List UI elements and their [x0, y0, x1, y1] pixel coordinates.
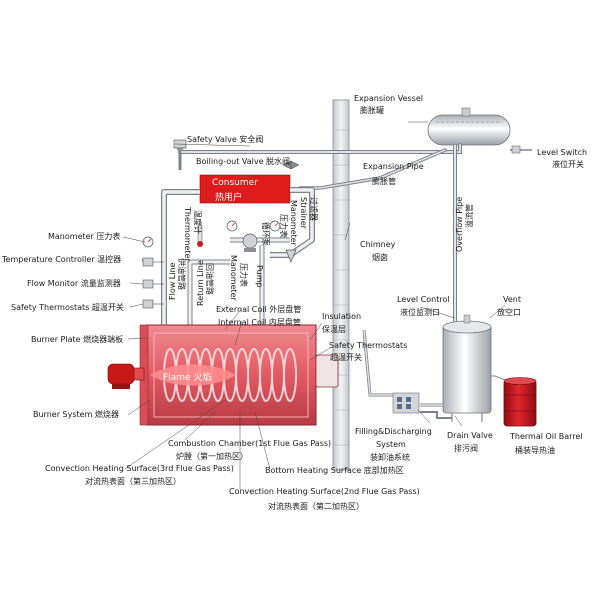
- thermal-oil-barrel: [490, 375, 537, 427]
- label-strainer-cn: 过滤器: [309, 197, 318, 221]
- label-chimney: Chimney: [360, 240, 396, 249]
- left-instruments: [142, 257, 164, 309]
- label-external-coil: External Coil 外层盘管: [216, 305, 302, 314]
- label-flow-line-cn: 供油管路: [177, 258, 186, 290]
- label-vent: Vent: [503, 295, 521, 304]
- manometer-icon: [142, 220, 281, 248]
- label-temperature-controller: Temperature Controller 温控器: [2, 255, 122, 264]
- label-flow-monitor: Flow Monitor 流量监测器: [27, 279, 121, 288]
- label-expansion-pipe-cn: 膨胀管: [372, 177, 396, 186]
- pump-icon: [242, 233, 258, 252]
- label-combustion-chamber: Combustion Chamber(1st Flue Gas Pass): [168, 439, 332, 448]
- label-overflow-pipe: Overflow Pipe: [455, 196, 464, 252]
- label-filling-discharging-cn: 装卸油系统: [370, 453, 410, 462]
- label-safety-valve: Safety Valve 安全阀: [187, 135, 264, 144]
- label-thermal-oil-barrel-cn: 桶装导热油: [515, 446, 555, 455]
- label-bottom-heating: Bottom Heating Surface 底部加热区: [265, 466, 404, 475]
- label-drain-valve-cn: 排污阀: [454, 444, 478, 453]
- strainer-icon: [285, 249, 297, 263]
- label-convection-3rd-cn: 对流热表面（第三加热区）: [85, 477, 181, 486]
- expansion-vessel: [427, 107, 511, 146]
- label-return-line-cn: 回油管路: [205, 263, 214, 295]
- label-level-switch-cn: 液位开关: [552, 160, 584, 169]
- label-manometer-mid-cn: 压力表: [239, 263, 248, 287]
- label-boiling-out-valve: Boiling-out Valve 脱水阀: [196, 157, 291, 166]
- label-expansion-pipe: Expansion Pipe: [363, 162, 424, 171]
- label-consumer-cn: 热用户: [215, 193, 243, 203]
- thermometer-icon: [197, 224, 203, 247]
- leader-lines: [122, 121, 506, 489]
- label-internal-coil: Internal Coil 内层盘管: [218, 318, 301, 327]
- label-convection-3rd: Convection Heating Surface(3rd Flue Gas …: [45, 464, 234, 473]
- label-level-switch: Level Switch: [537, 148, 588, 157]
- label-chimney-cn: 烟囱: [372, 253, 388, 262]
- label-strainer: Strainer: [299, 197, 308, 229]
- label-burner-system: Burner System 燃烧器: [33, 410, 119, 419]
- label-convection-2nd: Convection Heating Surface(2nd Flue Gas …: [229, 487, 420, 496]
- boiling-out-valve-icon: [282, 160, 300, 170]
- label-safety-thermostats-left: Safety Thermostats 超温开关: [11, 303, 124, 312]
- consumer-box: [199, 174, 291, 204]
- label-filling-discharging: Filling&Discharging: [355, 427, 432, 436]
- label-flame: Flame 火焰: [163, 373, 212, 383]
- label-level-control: Level Control: [397, 295, 450, 304]
- label-pump-cn: 循环泵: [261, 222, 270, 246]
- label-overflow-pipe-cn: 溢流管: [465, 204, 474, 228]
- label-filling-discharging-2: System: [376, 440, 406, 449]
- label-manometer-right: Manometer: [289, 200, 298, 246]
- label-flow-line: Flow Line: [168, 262, 177, 300]
- main-piping: [161, 152, 315, 325]
- burner-system: [107, 363, 145, 389]
- storage-tank: [442, 314, 492, 422]
- label-insulation: Insulation: [322, 312, 362, 321]
- label-convection-2nd-cn: 对流热表面（第二加热区）: [268, 502, 364, 511]
- label-manometer-right-cn: 压力表: [279, 214, 288, 238]
- label-combustion-chamber-cn: 炉膛（第一加热区）: [176, 452, 248, 461]
- label-insulation-cn: 保温层: [322, 325, 346, 334]
- label-thermal-oil-barrel: Thermal Oil Barrel: [510, 432, 583, 441]
- label-level-control-cn: 液位监测口: [400, 308, 440, 317]
- flame: [150, 364, 236, 386]
- label-safety-thermostats-right: Safety Thermostats: [329, 341, 408, 350]
- label-vent-cn: 放空口: [497, 308, 521, 317]
- label-return-line: Return Line: [196, 260, 205, 306]
- label-manometer-left: Manometer 压力表: [48, 232, 121, 241]
- chimney: [332, 99, 350, 471]
- label-expansion-vessel: Expansion Vessel: [354, 94, 423, 103]
- level-switch-icon: [511, 145, 521, 154]
- label-thermometer: Thermometer: [183, 207, 192, 262]
- label-safety-thermostats-right-cn: 超温开关: [330, 353, 362, 362]
- label-drain-valve: Drain Valve: [447, 431, 493, 440]
- label-thermometer-cn: 温度计: [193, 210, 202, 234]
- label-consumer: Consumer: [212, 178, 258, 188]
- label-manometer-mid: Manometer: [229, 255, 238, 301]
- filling-discharging-system: [362, 329, 452, 419]
- label-expansion-vessel-cn: 膨胀罐: [360, 106, 384, 115]
- label-pump: Pump: [255, 265, 264, 288]
- label-burner-plate: Burner Plate 燃烧器端板: [31, 335, 124, 344]
